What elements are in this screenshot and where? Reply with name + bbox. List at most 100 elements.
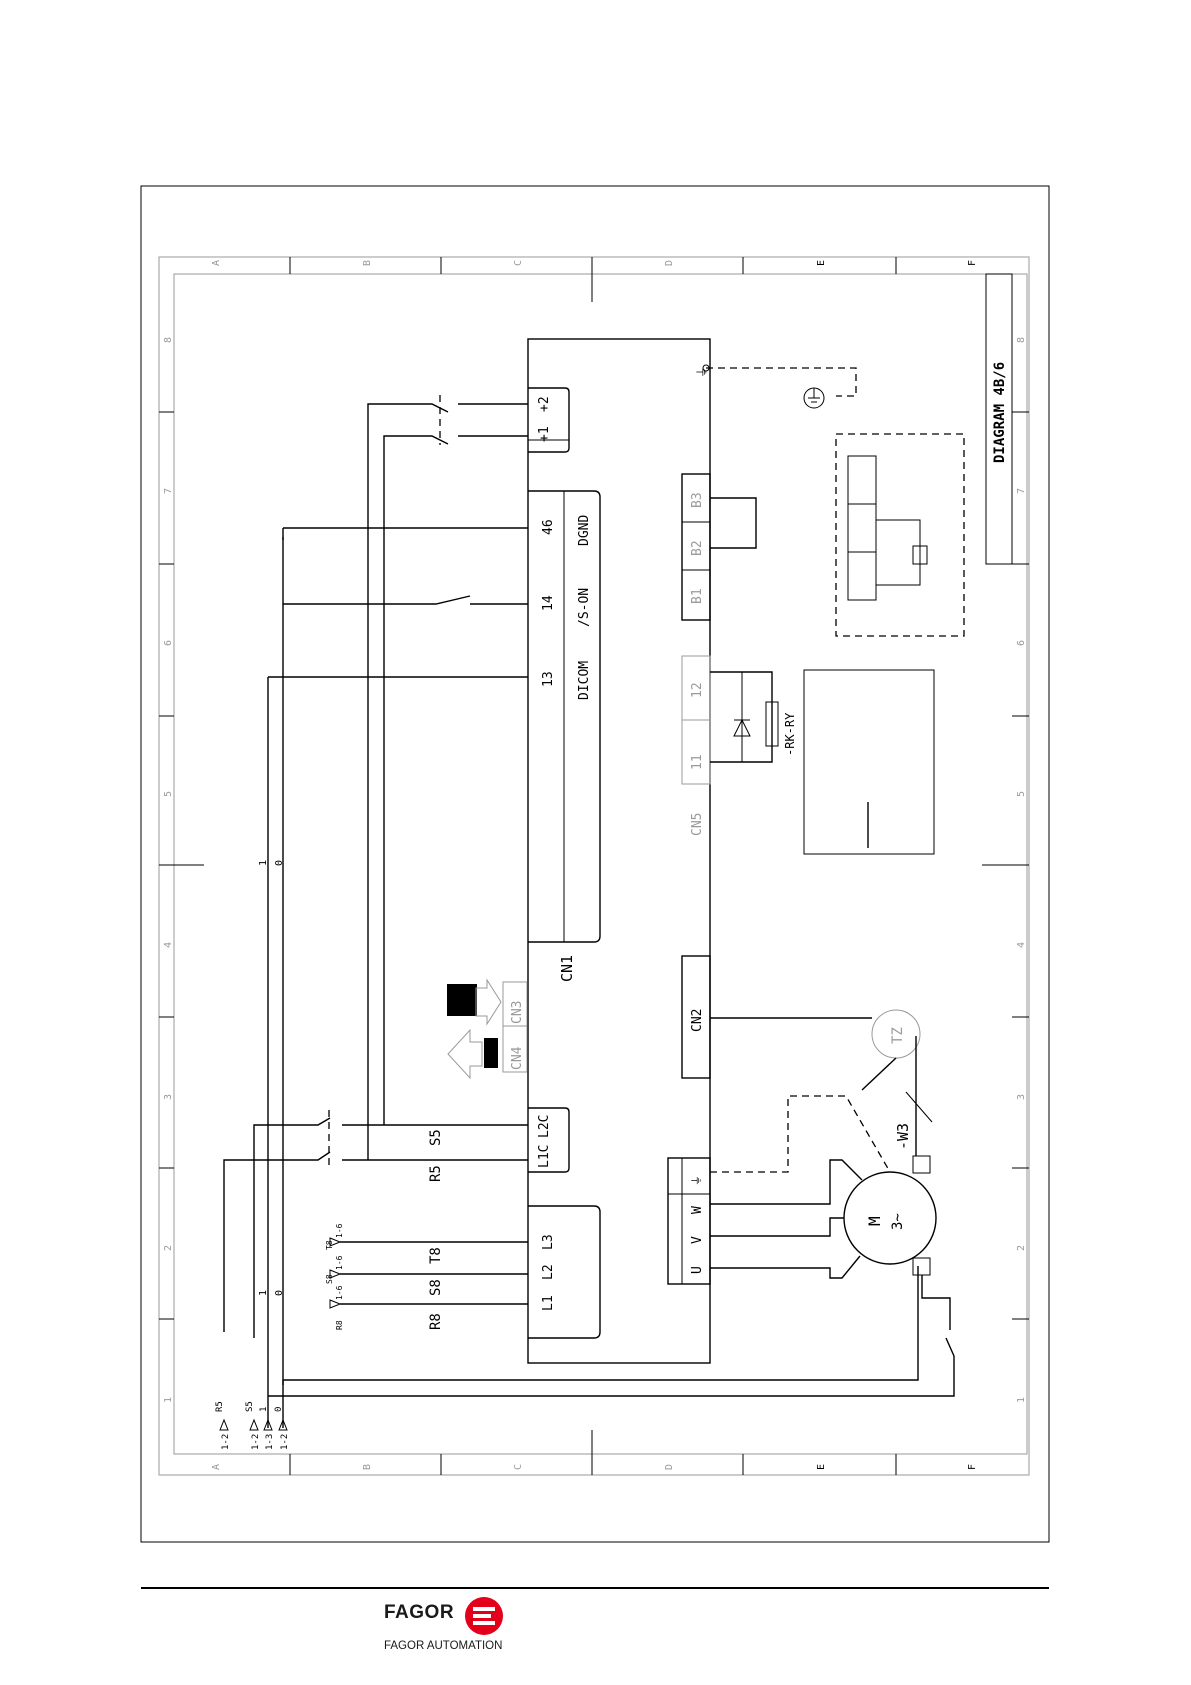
- wire-label-r8: R8: [428, 1313, 444, 1330]
- external-unit: [804, 670, 934, 854]
- cn5-pin-12: 12: [690, 682, 705, 698]
- relay-circuit: -RK-RY: [710, 672, 797, 762]
- arrow-ref-t8: 1-6: [335, 1223, 344, 1238]
- thermal-sensor-label: TZ: [890, 1027, 906, 1044]
- ground-symbol-terminal: ⏚: [690, 1175, 703, 1186]
- brake-terminal-b2: B2: [690, 540, 705, 556]
- footer-rule: [141, 1587, 1049, 1589]
- cn5-label: CN5: [690, 813, 705, 836]
- fagor-logo-icon: [464, 1596, 504, 1636]
- row-label-right-3: 3: [1016, 1094, 1027, 1100]
- motor-label-phases: 3~: [890, 1213, 906, 1230]
- row-label-left-1: 1: [163, 1397, 174, 1403]
- cn1-signal-s-on: /S-ON: [577, 588, 592, 627]
- row-label-left-4: 4: [163, 942, 174, 948]
- row-label-right-4: 4: [1016, 942, 1027, 948]
- row-label-left-6: 6: [163, 640, 174, 646]
- main-supply-l1: L1: [541, 1295, 556, 1311]
- brake-terminal-b1: B1: [690, 588, 705, 604]
- brand-name: FAGOR: [384, 1602, 454, 1624]
- wire-label-s8: S8: [428, 1279, 444, 1296]
- row-label-left-3: 3: [163, 1094, 174, 1100]
- brake-terminal-b3: B3: [690, 492, 705, 508]
- grid-ticks: [159, 257, 1029, 1475]
- bus-number-0-lower: 0: [274, 1290, 285, 1296]
- grid-frame: [159, 257, 1029, 1475]
- row-label-left-7: 7: [163, 488, 174, 494]
- cn4-plug-icon: [484, 1038, 498, 1068]
- main-supply-l2: L2: [541, 1264, 556, 1280]
- arrow-ref-s8-name: S8: [325, 1274, 334, 1284]
- optional-module-terminals: [848, 456, 876, 600]
- motor-wires: [710, 1160, 862, 1278]
- motor-label-m: M: [865, 1216, 884, 1226]
- winding-box-bottom: [913, 1258, 930, 1275]
- motor-terminal-block: [668, 1158, 710, 1284]
- brand-subtitle: FAGOR AUTOMATION: [384, 1640, 502, 1652]
- pe-dashed-drive: [706, 368, 856, 396]
- arrow-label-s5: S5: [245, 1401, 255, 1412]
- relay-label: -RK-RY: [783, 712, 797, 756]
- cn2-label: CN2: [690, 1009, 705, 1032]
- col-label-bot-a: A: [211, 1464, 222, 1470]
- row-label-left-8: 8: [163, 337, 174, 343]
- column-labels: A B C D E F A B C D E F: [211, 260, 978, 1470]
- col-label-bot-d: D: [664, 1464, 675, 1470]
- row-label-right-7: 7: [1016, 488, 1027, 494]
- motor-terminal-v: V: [690, 1236, 705, 1244]
- motor-terminal-w: W: [690, 1206, 705, 1214]
- arrow-ref-one: 1-3: [265, 1434, 275, 1450]
- fagor-logo: FAGOR FAGOR AUTOMATION: [384, 1596, 504, 1656]
- cn5-pin-11: 11: [690, 754, 705, 770]
- cn1-pin-13: 13: [541, 671, 556, 687]
- drive-body: [528, 339, 710, 1363]
- control-supply-l1c: L1C: [537, 1145, 552, 1168]
- arrow-ref-zero: 1-2: [280, 1434, 290, 1450]
- cn3-label: CN3: [510, 1001, 525, 1024]
- wire-label-t8: T8: [428, 1247, 444, 1264]
- row-labels: 1 2 3 4 5 6 7 8 1 2 3 4 5 6 7 8: [163, 337, 1027, 1403]
- row-label-left-5: 5: [163, 791, 174, 797]
- dc-bus-terminal-1: +1: [537, 426, 552, 442]
- control-supply-l2c: L2C: [537, 1115, 552, 1138]
- motor-terminal-u: U: [690, 1266, 705, 1274]
- row-label-right-8: 8: [1016, 337, 1027, 343]
- arrow-ref-s5: 1-2: [251, 1434, 261, 1450]
- ground-icon-drive: ⏚: [695, 366, 709, 378]
- wire-label-r5: R5: [428, 1165, 444, 1182]
- col-label-bot-f: F: [967, 1464, 978, 1470]
- brake-bridge: [710, 498, 756, 548]
- winding-box-top: [913, 1156, 930, 1173]
- row-label-right-2: 2: [1016, 1245, 1027, 1251]
- cn1-label: CN1: [558, 955, 576, 982]
- pe-dashed-motor: [710, 1096, 890, 1172]
- col-label-top-a: A: [211, 260, 222, 266]
- col-label-bot-e: E: [816, 1464, 827, 1470]
- winding-label: -W3: [894, 1123, 912, 1150]
- cn4-label: CN4: [510, 1046, 525, 1070]
- bus-number-0-upper: 0: [274, 860, 285, 866]
- relay-diode-icon: [734, 672, 750, 762]
- wire-label-s5: S5: [428, 1129, 444, 1146]
- cn3-plug-icon: [447, 984, 477, 1016]
- col-label-bot-c: C: [513, 1464, 524, 1470]
- diagram-title: DIAGRAM 4B/6: [992, 362, 1008, 463]
- dc-bus-terminal-2: +2: [537, 396, 552, 412]
- cn1-pin-46: 46: [541, 519, 556, 535]
- optional-module: [836, 434, 964, 636]
- cn3-arrow-icon: [476, 980, 501, 1024]
- row-label-left-2: 2: [163, 1245, 174, 1251]
- control-wiring: [224, 395, 954, 1428]
- main-supply-l3: L3: [541, 1234, 556, 1250]
- arrow-label-1: 1: [259, 1407, 269, 1412]
- cn4-arrow-icon: [448, 1030, 482, 1078]
- arrow-label-r5: R5: [215, 1401, 225, 1412]
- arrow-ref-t8-name: T8: [325, 1240, 334, 1250]
- arrow-ref-r5: 1-2: [221, 1434, 231, 1450]
- bus-number-1-lower: 1: [258, 1290, 269, 1296]
- col-label-top-e: E: [816, 260, 827, 266]
- arrow-ref-s8: 1-6: [335, 1255, 344, 1270]
- col-label-top-c: C: [513, 260, 524, 266]
- row-label-right-6: 6: [1016, 640, 1027, 646]
